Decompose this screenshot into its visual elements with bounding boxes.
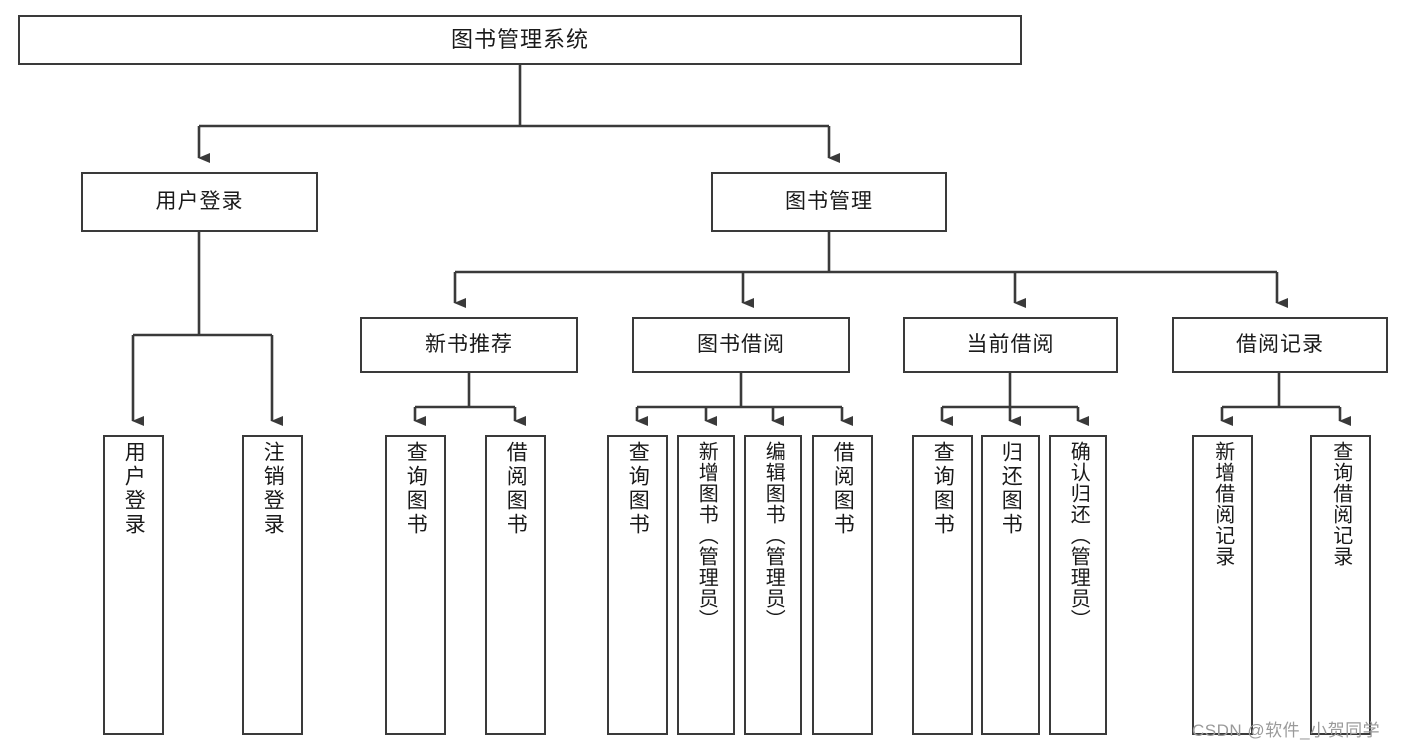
node-leaf-user-login[interactable]: 用户登录	[103, 435, 164, 735]
node-leaf-edit-book-admin[interactable]: 编辑图书（管理员）	[744, 435, 802, 735]
node-root-label: 图书管理系统	[450, 26, 589, 52]
node-leaf-logout-label: 注销登录	[261, 441, 285, 537]
node-leaf-query-book-borrow[interactable]: 查询图书	[607, 435, 668, 735]
node-new-book-recommend[interactable]: 新书推荐	[360, 317, 578, 373]
node-leaf-user-login-label: 用户登录	[122, 441, 146, 537]
node-user-login[interactable]: 用户登录	[81, 172, 318, 232]
node-current-borrow[interactable]: 当前借阅	[903, 317, 1118, 373]
node-leaf-query-book-recommend-label: 查询图书	[404, 441, 428, 537]
node-book-borrow[interactable]: 图书借阅	[632, 317, 850, 373]
node-current-borrow-label: 当前借阅	[966, 333, 1055, 357]
node-leaf-borrow-book-recommend[interactable]: 借阅图书	[485, 435, 546, 735]
node-leaf-return-book[interactable]: 归还图书	[981, 435, 1040, 735]
csdn-watermark: CSDN @软件_小贺同学	[1192, 721, 1381, 740]
node-leaf-edit-book-admin-label: 编辑图书（管理员）	[762, 441, 785, 630]
node-leaf-confirm-return-admin[interactable]: 确认归还（管理员）	[1049, 435, 1107, 735]
node-leaf-borrow-book-recommend-label: 借阅图书	[504, 441, 528, 537]
node-leaf-query-book-borrow-label: 查询图书	[626, 441, 650, 537]
node-leaf-query-book-recommend[interactable]: 查询图书	[385, 435, 446, 735]
node-book-management-label: 图书管理	[785, 190, 873, 214]
node-book-management[interactable]: 图书管理	[711, 172, 947, 232]
node-leaf-query-book-current[interactable]: 查询图书	[912, 435, 973, 735]
node-leaf-borrow-book-label: 借阅图书	[831, 441, 855, 537]
node-borrow-record-label: 借阅记录	[1236, 333, 1324, 357]
node-leaf-query-book-current-label: 查询图书	[931, 441, 955, 537]
node-leaf-add-book-admin-label: 新增图书（管理员）	[695, 441, 718, 630]
node-leaf-add-borrow-record[interactable]: 新增借阅记录	[1192, 435, 1253, 735]
node-user-login-label: 用户登录	[155, 190, 244, 214]
node-leaf-add-book-admin[interactable]: 新增图书（管理员）	[677, 435, 735, 735]
node-leaf-logout[interactable]: 注销登录	[242, 435, 303, 735]
node-leaf-return-book-label: 归还图书	[999, 441, 1023, 537]
node-borrow-record[interactable]: 借阅记录	[1172, 317, 1388, 373]
node-leaf-confirm-return-admin-label: 确认归还（管理员）	[1067, 441, 1090, 630]
node-leaf-query-borrow-record[interactable]: 查询借阅记录	[1310, 435, 1371, 735]
node-leaf-borrow-book[interactable]: 借阅图书	[812, 435, 873, 735]
node-new-book-recommend-label: 新书推荐	[425, 333, 513, 357]
node-leaf-add-borrow-record-label: 新增借阅记录	[1211, 441, 1234, 567]
node-leaf-query-borrow-record-label: 查询借阅记录	[1329, 441, 1352, 567]
node-book-borrow-label: 图书借阅	[697, 333, 785, 357]
node-root-book-management-system[interactable]: 图书管理系统	[18, 15, 1022, 65]
